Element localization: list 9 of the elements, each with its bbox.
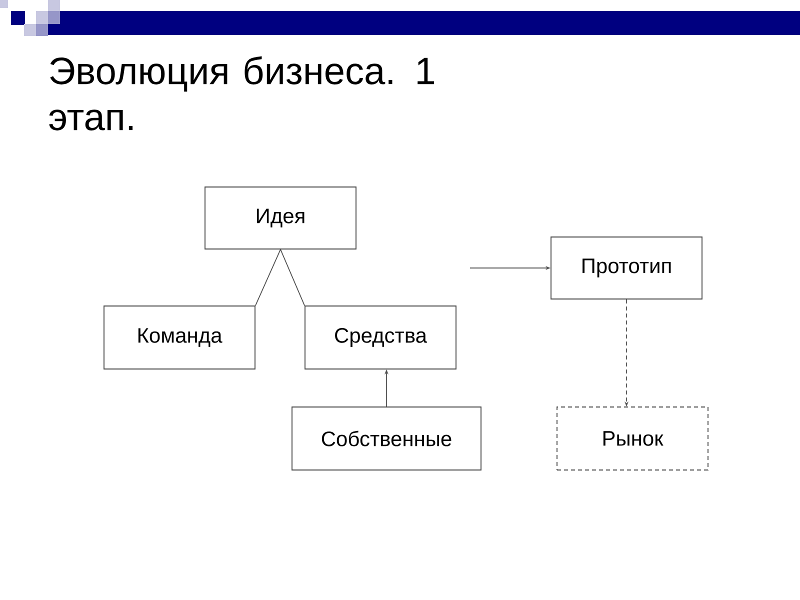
process-box: Рынок <box>556 406 708 470</box>
process-box: Идея <box>204 186 356 250</box>
connector <box>255 249 281 306</box>
title: Эволюция бизнеса. 1 этап. <box>49 56 434 130</box>
process-box: Прототип <box>550 236 702 300</box>
process-box: Собственные <box>292 406 482 470</box>
process-box: Средства <box>304 306 456 370</box>
connector <box>280 249 305 306</box>
process-box: Команда <box>104 306 256 370</box>
